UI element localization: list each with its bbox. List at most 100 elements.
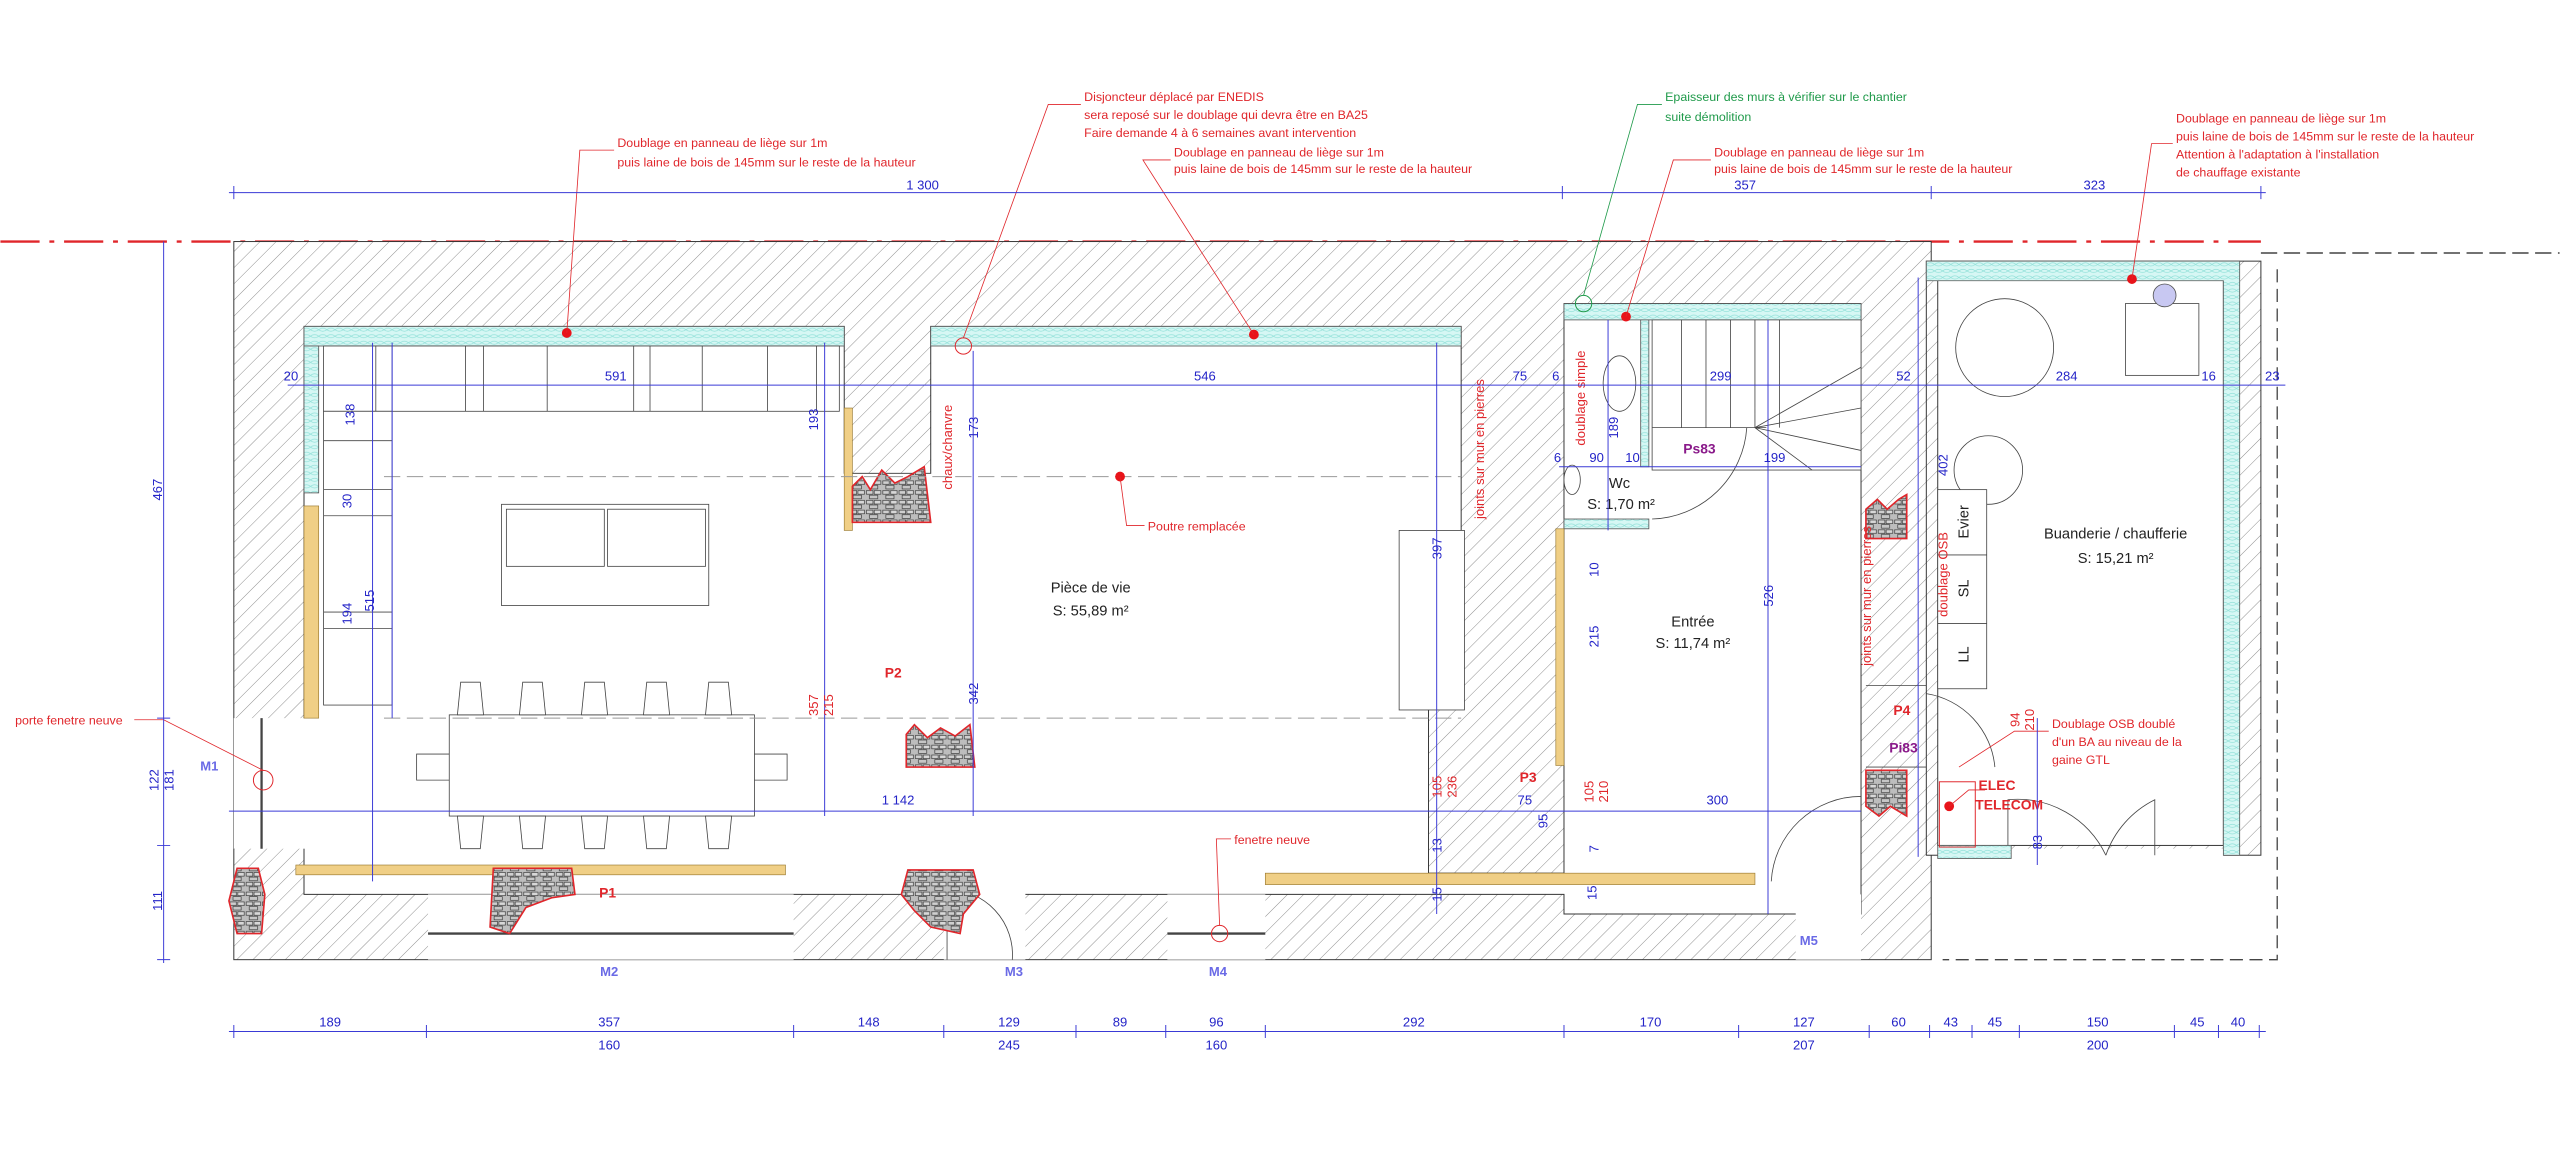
wood-left-wall: [303, 505, 320, 719]
insulation-buanderie-bottom: [1937, 845, 2012, 859]
door-p3: P3: [1520, 769, 1537, 785]
dim-v-red: 210: [1596, 781, 1611, 803]
dim-v: 7: [1586, 845, 1601, 852]
wc-fixtures: [1563, 355, 1637, 495]
wood-partition: [843, 407, 853, 531]
door-m5-opening: [1795, 894, 1862, 960]
annotation-wall-thickness: Epaisseur des murs à vérifier sur le cha…: [1665, 90, 1907, 124]
staircase: [1651, 319, 1862, 520]
fixture-evier: Evier: [1957, 505, 1973, 539]
dim-row-546: 546: [1194, 368, 1216, 383]
partition-ps83: Ps83: [1683, 441, 1716, 457]
dim-lower-300: 300: [1707, 793, 1729, 808]
buanderie-door-right: [2105, 799, 2156, 856]
telecom-label: TELECOM: [1975, 797, 2043, 813]
mark-m4: M4: [1209, 964, 1228, 979]
dim-v: 111: [150, 891, 165, 911]
annotation-fenetre: fenetre neuve: [1234, 833, 1310, 847]
door-p4: P4: [1893, 702, 1910, 718]
dim-bottom-sub: 245: [998, 1037, 1020, 1052]
dim-v: 13: [1430, 838, 1445, 853]
mark-m1: M1: [200, 758, 218, 773]
elec-label: ELEC: [1979, 777, 2016, 793]
ps83-door-swing: [1652, 427, 1748, 520]
dim-v: 138: [343, 404, 358, 426]
buanderie-door-left: [2007, 798, 2107, 856]
dim-v-red: 105: [1581, 781, 1596, 803]
dim-bottom-sub: 160: [1205, 1037, 1227, 1052]
stone-wall-p1-right: [489, 867, 576, 935]
dim-v-red: 210: [2022, 709, 2037, 731]
p4-door-swing: [1865, 685, 1996, 768]
toilet-icon: [1602, 355, 1637, 412]
insulation-living-top: [303, 326, 845, 347]
dim-v: 194: [339, 603, 354, 625]
kitchen-cabinets: [323, 345, 840, 706]
dim-v: 193: [806, 409, 821, 431]
annotation-porte-fenetre: porte fenetre neuve: [15, 714, 123, 728]
disjoncteur-marker: [954, 337, 973, 355]
dim-row-284: 284: [2056, 368, 2078, 383]
dim-v: 181: [161, 769, 176, 791]
dim-v: 402: [1936, 454, 1951, 476]
mark-m3: M3: [1005, 964, 1023, 979]
dim-v: 30: [339, 494, 354, 509]
note-joints-1: joints sur mur en pierres: [1472, 379, 1487, 520]
dim-bottom-sub: 200: [2087, 1037, 2109, 1052]
window-m4-opening: [1167, 894, 1266, 960]
stone-wall-entree: [1865, 493, 1908, 540]
note-doublage-osb: doublage OSB: [1936, 532, 1951, 617]
insulation-wc-bottom: [1563, 518, 1650, 530]
dim-v-red: 105: [1430, 776, 1445, 798]
dim-v-red: 215: [821, 694, 836, 716]
fixture-sl: SL: [1957, 579, 1973, 597]
sofa: [501, 503, 710, 606]
wood-bottom-right: [1264, 872, 1756, 885]
dim-row-299: 299: [1710, 368, 1732, 383]
buanderie-boundary: [1942, 269, 2278, 961]
door-p2: P2: [885, 664, 902, 680]
room-name-entree: Entrée: [1671, 615, 1714, 631]
dim-bottom: 189: [319, 1015, 341, 1030]
dim-bottom: 60: [1891, 1015, 1906, 1030]
annotation-poutre: Poutre remplacée: [1148, 519, 1246, 533]
note-chaux-chanvre: chaux/chanvre: [940, 405, 955, 490]
dim-v: 515: [362, 590, 377, 612]
dim-bottom: 45: [2190, 1015, 2205, 1030]
boiler-icon: [1955, 298, 2055, 398]
dim-v: 215: [1586, 626, 1601, 648]
tank-icon: [1953, 435, 2024, 505]
dim-wc-199: 199: [1764, 450, 1786, 465]
dining-table: [416, 681, 788, 850]
dim-row-16: 16: [2201, 368, 2216, 383]
flue-icon: [2152, 283, 2177, 308]
porte-fenetre-opening: [233, 718, 306, 849]
dim-v: 15: [1430, 887, 1445, 902]
dimension-lines: [157, 186, 2286, 1039]
room-area-piece-de-vie: S: 55,89 m²: [1053, 603, 1129, 619]
wood-entree-wall: [1555, 528, 1565, 766]
dim-row-52: 52: [1896, 368, 1911, 383]
partition-pi83: Pi83: [1889, 739, 1918, 755]
dim-v: 83: [2030, 835, 2045, 850]
dim-bottom: 292: [1403, 1015, 1425, 1030]
insulation-wc-top: [1563, 303, 1862, 321]
mark-m5: M5: [1800, 933, 1818, 948]
dim-row-75: 75: [1513, 368, 1528, 383]
insulation-living-left: [303, 345, 320, 494]
dim-v: 397: [1430, 537, 1445, 559]
room-area-wc: S: 1,70 m²: [1587, 497, 1655, 513]
dim-bottom: 148: [858, 1015, 880, 1030]
dim-wc-6: 6: [1554, 450, 1561, 465]
dim-bottom-sub: 160: [598, 1037, 620, 1052]
dim-v-red: 236: [1444, 776, 1459, 798]
dim-v: 122: [147, 769, 162, 791]
dim-v-red: 94: [2007, 712, 2022, 727]
dim-bottom: 96: [1209, 1015, 1224, 1030]
mark-m2: M2: [600, 964, 618, 979]
